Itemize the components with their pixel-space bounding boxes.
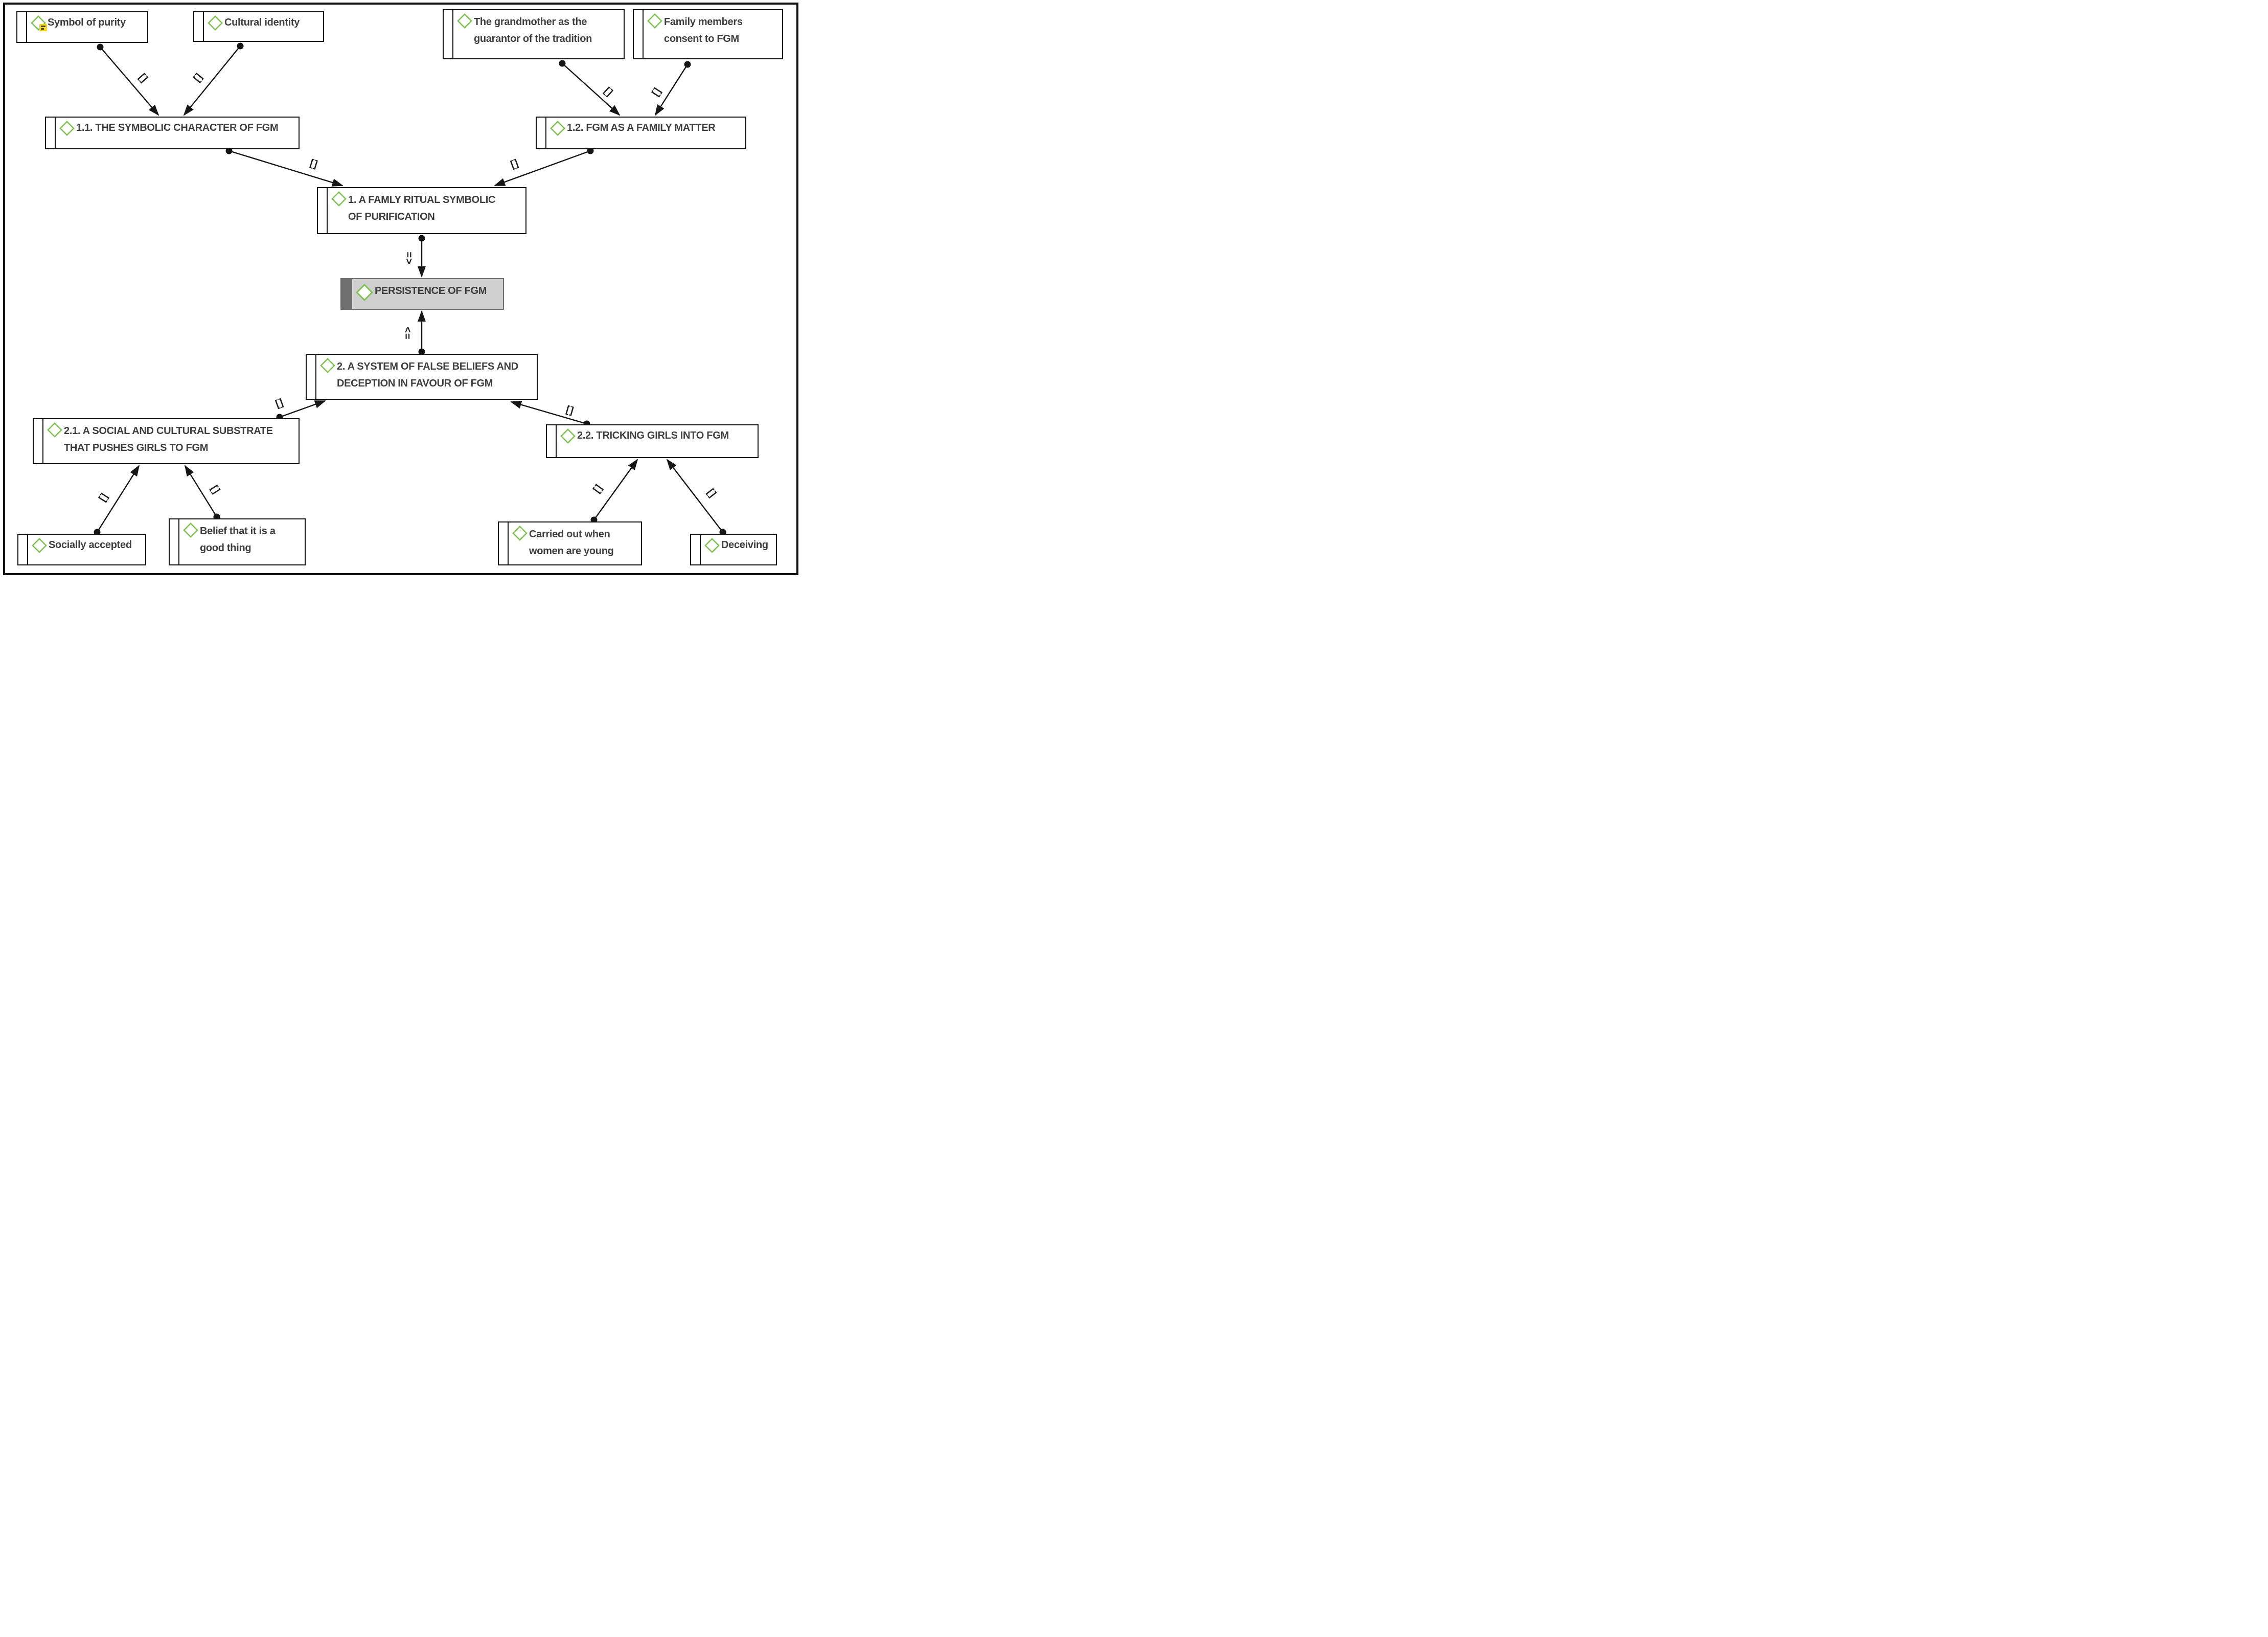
edge-deceiving-to-2-2[interactable] xyxy=(666,459,726,536)
node-side-strip xyxy=(307,355,316,399)
node-label: Symbol of purity xyxy=(48,17,126,28)
node-side-strip xyxy=(341,279,352,309)
node-label: 1. A FAMLY RITUAL SYMBOLIC OF PURIFICATI… xyxy=(348,194,496,222)
node-label: 2.2. TRICKING GIRLS INTO FGM xyxy=(577,430,729,441)
node-side-strip xyxy=(194,12,204,41)
code-diamond-icon xyxy=(560,428,576,444)
code-diamond-icon xyxy=(331,191,347,207)
edge-family-members-to-1-2[interactable] xyxy=(654,61,691,116)
node-label: Cultural identity xyxy=(224,17,300,28)
edge-relation-label[interactable]: [] xyxy=(209,483,222,496)
node-label: PERSISTENCE OF FGM xyxy=(375,285,487,297)
memo-indicator-icon[interactable] xyxy=(39,24,47,31)
node-label: 1.1. THE SYMBOLIC CHARACTER OF FGM xyxy=(76,122,279,133)
node-symbol-of-purity[interactable]: Symbol of purity xyxy=(16,11,148,43)
node-theme-1-1[interactable]: 1.1. THE SYMBOLIC CHARACTER OF FGM xyxy=(45,117,300,149)
node-side-strip xyxy=(17,12,27,42)
edge-relation-label[interactable]: => xyxy=(403,252,415,265)
code-diamond-icon xyxy=(356,284,373,301)
node-label: Socially accepted xyxy=(49,539,132,551)
node-label: 2. A SYSTEM OF FALSE BELIEFS AND DECEPTI… xyxy=(337,361,518,389)
node-belief-good-thing[interactable]: Belief that it is a good thing xyxy=(169,518,306,565)
edge-symbol-purity-to-1-1[interactable] xyxy=(97,43,159,116)
node-carried-out-young[interactable]: Carried out when women are young xyxy=(498,521,642,565)
node-side-strip xyxy=(634,10,644,58)
node-family-members-consent[interactable]: Family members consent to FGM xyxy=(633,9,783,59)
node-side-strip xyxy=(444,10,453,58)
node-label: 1.2. FGM AS A FAMILY MATTER xyxy=(567,122,716,133)
code-diamond-icon xyxy=(47,422,62,438)
node-deceiving[interactable]: Deceiving xyxy=(690,534,777,565)
node-side-strip xyxy=(46,118,56,148)
network-diagram: [] [] [] [] [] [] => => [] [] [] [] [] [… xyxy=(0,0,801,578)
code-diamond-icon xyxy=(32,538,47,553)
code-diamond-icon xyxy=(647,13,662,29)
edge-relation-label[interactable]: [] xyxy=(191,71,205,84)
node-persistence-of-fgm[interactable]: PERSISTENCE OF FGM xyxy=(340,278,504,310)
edge-relation-label[interactable]: [] xyxy=(273,396,285,410)
node-side-strip xyxy=(499,522,509,564)
code-diamond-icon xyxy=(550,121,565,136)
node-socially-accepted[interactable]: Socially accepted xyxy=(17,534,146,565)
node-theme-1[interactable]: 1. A FAMLY RITUAL SYMBOLIC OF PURIFICATI… xyxy=(317,187,526,234)
edge-relation-label[interactable]: [] xyxy=(97,491,110,504)
node-theme-2-2[interactable]: 2.2. TRICKING GIRLS INTO FGM xyxy=(546,424,759,458)
edge-cultural-identity-to-1-1[interactable] xyxy=(183,42,244,116)
node-side-strip xyxy=(18,535,28,564)
node-label: Carried out when women are young xyxy=(529,529,614,557)
code-diamond-icon xyxy=(320,358,335,373)
edge-1-to-persistence[interactable] xyxy=(418,235,426,278)
edge-1-1-to-1[interactable] xyxy=(225,147,343,187)
edge-relation-label[interactable]: [] xyxy=(705,486,719,500)
edge-socially-accepted-to-2-1[interactable] xyxy=(94,465,140,536)
node-side-strip xyxy=(537,118,546,148)
code-diamond-icon xyxy=(457,13,472,29)
edge-relation-label[interactable]: [] xyxy=(602,85,615,99)
code-diamond-icon xyxy=(183,522,198,538)
node-label: Deceiving xyxy=(721,539,768,551)
edge-2-to-persistence[interactable] xyxy=(418,310,426,355)
node-side-strip xyxy=(34,419,43,463)
code-diamond-icon xyxy=(512,526,528,541)
node-side-strip xyxy=(318,188,328,233)
node-side-strip xyxy=(170,519,179,564)
node-grandmother-guarantor[interactable]: The grandmother as the guarantor of the … xyxy=(443,9,625,59)
node-label: The grandmother as the guarantor of the … xyxy=(474,16,592,44)
code-diamond-icon xyxy=(208,15,223,31)
code-diamond-icon xyxy=(704,538,720,553)
edge-relation-label[interactable]: [] xyxy=(136,71,150,85)
edge-relation-label[interactable]: [] xyxy=(650,85,663,99)
code-diamond-icon xyxy=(59,121,75,136)
node-side-strip xyxy=(547,425,557,457)
edge-2-2-to-2[interactable] xyxy=(510,400,590,427)
node-theme-2[interactable]: 2. A SYSTEM OF FALSE BELIEFS AND DECEPTI… xyxy=(306,354,538,400)
node-side-strip xyxy=(691,535,701,564)
node-label: 2.1. A SOCIAL AND CULTURAL SUBSTRATE THA… xyxy=(64,425,273,453)
edge-relation-label[interactable]: [] xyxy=(591,482,605,495)
edge-relation-label[interactable]: [] xyxy=(509,157,520,171)
node-cultural-identity[interactable]: Cultural identity xyxy=(193,11,324,42)
edge-relation-label[interactable]: [] xyxy=(308,157,319,171)
node-label: Family members consent to FGM xyxy=(664,16,743,44)
node-label: Belief that it is a good thing xyxy=(200,526,276,554)
node-theme-2-1[interactable]: 2.1. A SOCIAL AND CULTURAL SUBSTRATE THA… xyxy=(33,418,300,464)
edge-relation-label[interactable]: [] xyxy=(564,403,576,417)
edge-1-2-to-1[interactable] xyxy=(494,147,594,187)
node-theme-1-2[interactable]: 1.2. FGM AS A FAMILY MATTER xyxy=(536,117,746,149)
edge-relation-label[interactable]: => xyxy=(402,326,414,339)
